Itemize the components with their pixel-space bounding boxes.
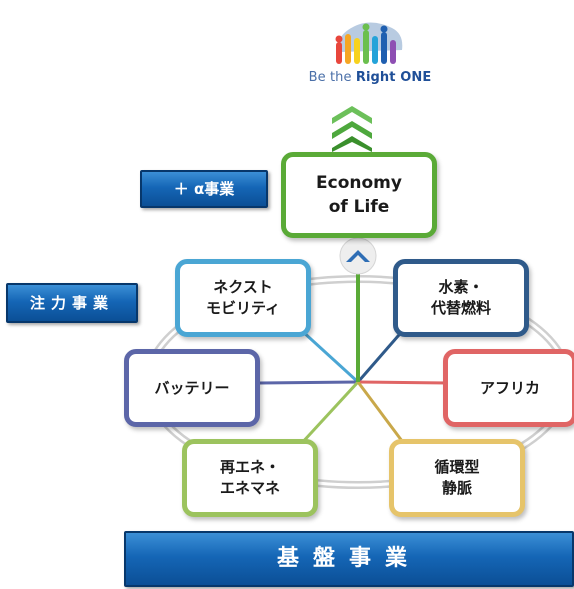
africa-box: アフリカ [443, 349, 574, 427]
renewable-label: 再エネ・ エネマネ [219, 458, 280, 497]
spoke-africa [357, 380, 449, 385]
circular-label: 循環型 静脈 [434, 458, 480, 497]
hydrogen-label: 水素・ 代替燃料 [430, 278, 491, 317]
growth-chevrons-icon [332, 106, 372, 152]
africa-label: アフリカ [479, 378, 540, 397]
hydrogen-box: 水素・ 代替燃料 [393, 259, 529, 337]
spoke-circular [356, 381, 407, 446]
spoke-renewable [298, 380, 360, 447]
battery-box: バッテリー [124, 349, 260, 427]
logo-tagline-bold: Right ONE [355, 70, 432, 85]
up-arrow-icon [339, 237, 377, 275]
spoke-battery [259, 380, 359, 385]
economy-of-life-label: Economy of Life [316, 173, 402, 217]
next-mobility-box: ネクスト モビリティ [175, 259, 311, 337]
alpha-business-label: ＋ α事業 [140, 170, 268, 208]
focus-business-label: 注力事業 [6, 283, 138, 323]
logo-tagline-light: Be the [308, 70, 356, 85]
circular-box: 循環型 静脈 [389, 439, 525, 517]
logo-figures-icon [335, 22, 403, 64]
economy-of-life-box: Economy of Life [281, 152, 437, 238]
logo-tagline: Be the Right ONE [265, 70, 475, 85]
renewable-box: 再エネ・ エネマネ [182, 439, 318, 517]
next-mobility-label: ネクスト モビリティ [205, 278, 281, 317]
base-business-label: 基盤事業 [124, 531, 574, 587]
battery-label: バッテリー [154, 378, 230, 397]
